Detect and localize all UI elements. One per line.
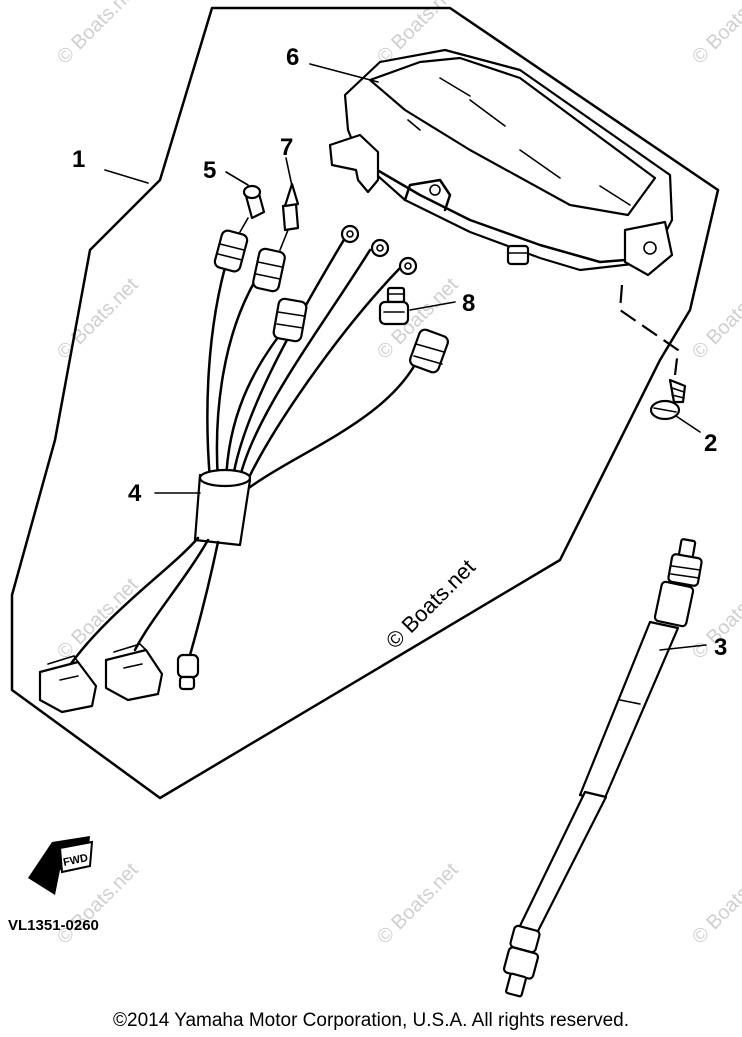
- watermark: © Boats.net: [53, 274, 143, 364]
- watermark: © Boats.net: [53, 0, 143, 69]
- center-watermark: © Boats.net: [381, 554, 480, 653]
- callout-4: 4: [128, 480, 142, 507]
- fwd-label: FWD: [62, 852, 89, 869]
- callout-1: 1: [72, 146, 85, 173]
- socket-boot: [252, 247, 286, 293]
- leader-line-2: [675, 415, 701, 433]
- bulb-socket: [378, 286, 410, 326]
- assembly-outline: [10, 6, 720, 800]
- mounting-guide-line: [618, 284, 680, 376]
- callout-8: 8: [462, 290, 475, 317]
- socket-boot: [213, 229, 249, 273]
- leader-line-8: [409, 301, 456, 311]
- drawing-code: VL1351-0260: [8, 917, 99, 934]
- speedometer-cable: [502, 538, 703, 998]
- meter-assembly: [328, 48, 674, 277]
- socket-boot: [408, 328, 450, 374]
- indicator-bulb: [239, 184, 266, 233]
- callout-5: 5: [203, 157, 216, 184]
- wire-connector: [38, 655, 98, 714]
- watermark: © Boats.net: [688, 859, 742, 949]
- leader-line-5: [225, 171, 249, 186]
- callout-7: 7: [280, 134, 293, 161]
- callout-2: 2: [704, 430, 717, 457]
- callout-6: 6: [286, 44, 299, 71]
- leader-line-3: [659, 644, 707, 651]
- leader-line-7: [285, 157, 293, 187]
- indicator-bulb: [279, 182, 300, 251]
- watermark: © Boats.net: [53, 574, 143, 664]
- leader-line-6: [309, 63, 379, 83]
- wire-connector: [104, 643, 164, 702]
- wire-harness: [38, 182, 450, 714]
- copyright-notice: ©2014 Yamaha Motor Corporation, U.S.A. A…: [113, 1010, 629, 1031]
- watermark: © Boats.net: [373, 859, 463, 949]
- wire-connector: [176, 653, 200, 691]
- leader-line-1: [104, 169, 149, 184]
- fwd-arrow-icon: FWD: [28, 836, 94, 895]
- watermark: © Boats.net: [688, 0, 742, 69]
- screw: [649, 378, 687, 421]
- callout-3: 3: [714, 634, 727, 661]
- socket-boot: [272, 297, 308, 343]
